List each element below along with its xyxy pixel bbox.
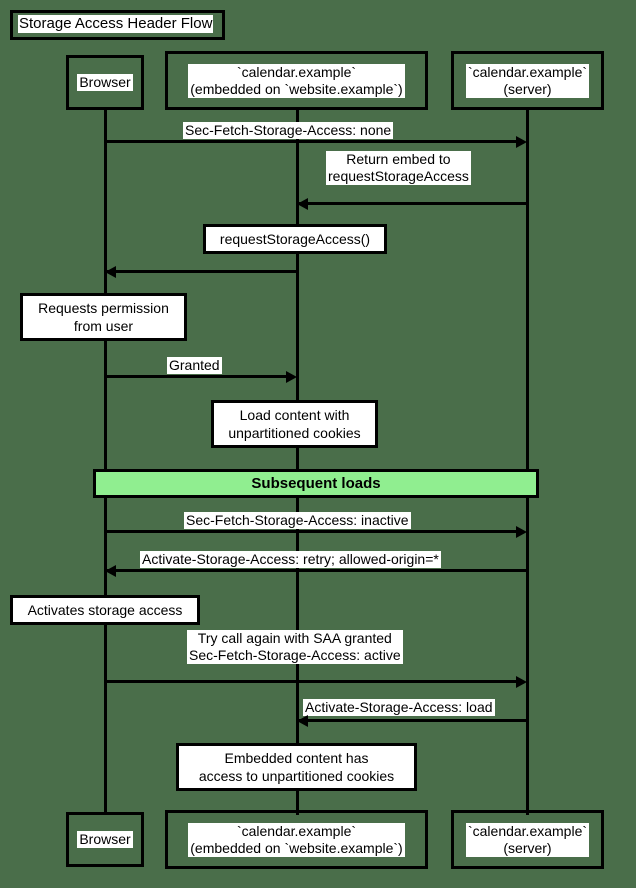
lifeline-embed (296, 110, 299, 815)
participant-browser-end-label: Browser (77, 831, 133, 848)
participant-server-end[interactable]: `calendar.example` (server) (451, 810, 604, 869)
arrow-head-right-7 (516, 675, 527, 688)
message-line-6 (106, 569, 527, 572)
participant-browser[interactable]: Browser (66, 55, 144, 110)
arrow-head-left-2 (297, 197, 308, 210)
page-title: Storage Access Header Flow (18, 15, 214, 33)
note-activates-storage-access-label: Activates storage access (27, 602, 183, 618)
arrow-head-left-8 (297, 714, 308, 727)
lifeline-browser (104, 110, 107, 815)
arrow-head-left-3 (105, 265, 116, 278)
message-label-5: Sec-Fetch-Storage-Access: inactive (184, 512, 411, 529)
participant-embed[interactable]: `calendar.example` (embedded on `website… (165, 51, 428, 110)
arrow-head-right-1 (516, 135, 527, 148)
arrow-head-right-4 (286, 370, 297, 383)
message-line-5 (105, 530, 520, 533)
note-embedded-content-access-label: Embedded content has access to unpartiti… (198, 750, 395, 784)
message-line-7 (105, 680, 520, 683)
message-line-4 (105, 375, 287, 378)
arrow-head-left-6 (105, 564, 116, 577)
participant-server-end-label: `calendar.example` (server) (465, 822, 590, 857)
message-line-2 (298, 202, 527, 205)
message-label-2: Return embed to requestStorageAccess (326, 151, 471, 185)
section-band-label: Subsequent loads (251, 474, 381, 492)
message-label-6: Activate-Storage-Access: retry; allowed-… (140, 551, 441, 568)
lifeline-server (526, 110, 529, 815)
note-load-content-label: Load content with unpartitioned cookies (228, 407, 361, 441)
note-requests-permission: Requests permission from user (20, 293, 187, 341)
message-line-3 (106, 270, 298, 273)
message-box-3: requestStorageAccess() (203, 224, 387, 254)
note-activates-storage-access: Activates storage access (10, 595, 200, 625)
message-label-4: Granted (167, 357, 222, 374)
arrow-head-right-5 (516, 525, 527, 538)
note-embedded-content-access: Embedded content has access to unpartiti… (176, 743, 417, 791)
participant-browser-end[interactable]: Browser (66, 812, 144, 867)
message-line-8 (298, 719, 527, 722)
message-line-1 (105, 140, 520, 143)
participant-embed-label: `calendar.example` (embedded on `website… (188, 63, 405, 98)
participant-server-label: `calendar.example` (server) (465, 63, 590, 98)
participant-embed-end[interactable]: `calendar.example` (embedded on `website… (165, 810, 428, 869)
note-load-content: Load content with unpartitioned cookies (211, 400, 378, 448)
message-label-8: Activate-Storage-Access: load (303, 699, 495, 716)
participant-server[interactable]: `calendar.example` (server) (451, 51, 604, 110)
diagram-title-frame: Storage Access Header Flow (10, 10, 225, 40)
message-label-7: Try call again with SAA granted Sec-Fetc… (187, 630, 403, 664)
message-label-3: requestStorageAccess() (219, 231, 371, 247)
message-label-1: Sec-Fetch-Storage-Access: none (183, 122, 394, 139)
section-band-subsequent-loads: Subsequent loads (93, 469, 539, 498)
note-requests-permission-label: Requests permission from user (38, 300, 169, 334)
participant-embed-end-label: `calendar.example` (embedded on `website… (188, 822, 405, 857)
participant-browser-label: Browser (77, 74, 133, 91)
